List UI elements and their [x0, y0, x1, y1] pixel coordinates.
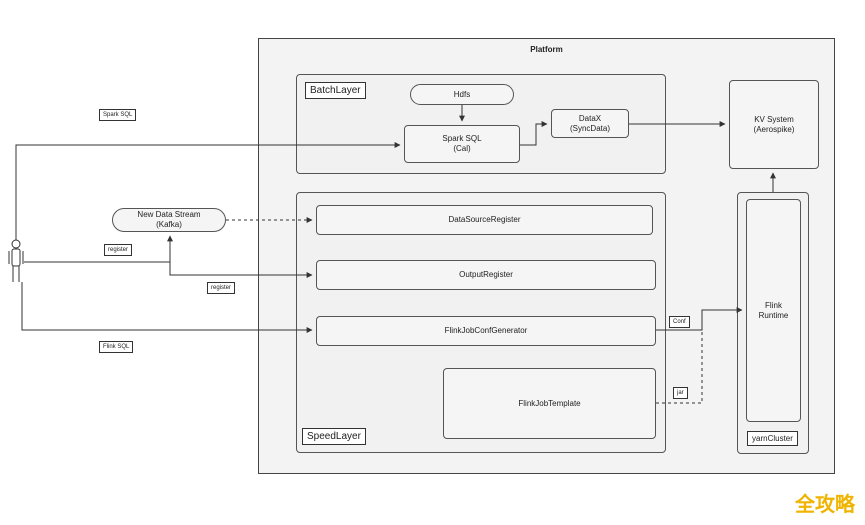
edge-actor-conf-generator: [21, 282, 313, 333]
flink-job-conf-generator-node[interactable]: FlinkJobConfGenerator: [316, 316, 656, 346]
register-edge-label-top: register: [104, 244, 133, 256]
batch-layer-label: BatchLayer: [305, 82, 366, 99]
kv-system-node[interactable]: KV System (Aerospike): [729, 80, 819, 169]
yarn-cluster-label: yarnCluster: [747, 431, 798, 446]
spark-sql-node[interactable]: Spark SQL (Cal): [404, 125, 520, 163]
hdfs-node[interactable]: Hdfs: [410, 84, 514, 105]
edge-conf-runtime: [656, 307, 743, 331]
edge-register-output: [169, 262, 313, 278]
conf-edge-label: Conf: [669, 316, 690, 328]
jar-edge-label: jar: [673, 387, 688, 399]
watermark-logo: 全攻略: [795, 492, 855, 516]
datasource-register-node[interactable]: DataSourceRegister: [316, 205, 653, 235]
output-register-node[interactable]: OutputRegister: [316, 260, 656, 290]
flink-sql-edge-label: Flink SQL: [99, 341, 134, 353]
speed-layer-label: SpeedLayer: [302, 428, 366, 445]
edge-actor-spark-sql: [15, 142, 401, 240]
datax-node[interactable]: DataX (SyncData): [551, 109, 629, 138]
flink-job-template-node[interactable]: FlinkJobTemplate: [443, 368, 656, 439]
new-data-stream-node[interactable]: New Data Stream (Kafka): [112, 208, 226, 232]
edge-template-runtime: [656, 330, 703, 404]
flink-runtime-node[interactable]: Flink Runtime: [746, 199, 801, 422]
edge-spark-sql-datax: [520, 121, 548, 146]
platform-title: Platform: [530, 45, 563, 54]
user-icon: [8, 239, 24, 282]
spark-sql-edge-label: Spark SQL: [99, 109, 137, 121]
register-edge-label-bottom: register: [207, 282, 236, 294]
edge-actor-register-stream: [24, 235, 173, 263]
